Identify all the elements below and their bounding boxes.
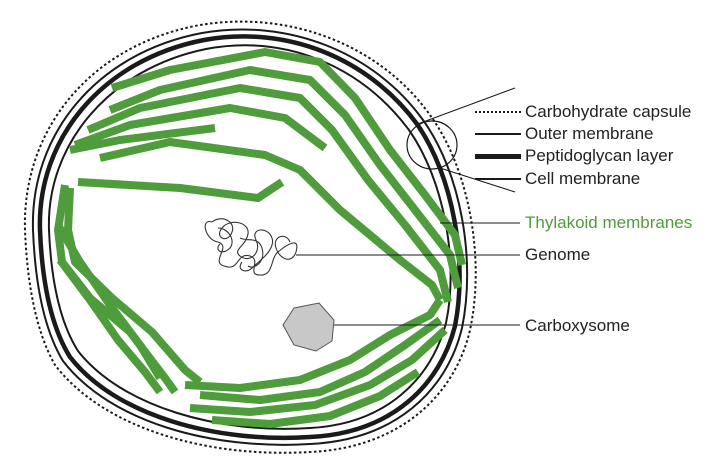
genome-label: Genome bbox=[525, 245, 590, 265]
genome-dna bbox=[205, 219, 297, 275]
capsule-label: Carbohydrate capsule bbox=[525, 102, 691, 122]
zoom-line-bottom bbox=[440, 168, 515, 192]
cell-membrane-key bbox=[475, 178, 521, 180]
zoom-line-top bbox=[415, 88, 515, 125]
outer-membrane-key bbox=[475, 133, 521, 135]
carboxysome-body bbox=[283, 303, 334, 351]
outer-membrane-label: Outer membrane bbox=[525, 124, 654, 144]
carboxysome-label: Carboxysome bbox=[525, 316, 630, 336]
capsule-key bbox=[475, 111, 521, 113]
thylakoid-band bbox=[100, 142, 440, 300]
thylakoid-band bbox=[78, 182, 282, 198]
cell-membrane-label: Cell membrane bbox=[525, 169, 640, 189]
peptidoglycan-key bbox=[475, 154, 521, 159]
peptidoglycan-layer bbox=[40, 36, 460, 437]
thylakoid-label: Thylakoid membranes bbox=[525, 213, 692, 233]
peptidoglycan-label: Peptidoglycan layer bbox=[525, 146, 673, 166]
thylakoid-band bbox=[58, 225, 160, 378]
